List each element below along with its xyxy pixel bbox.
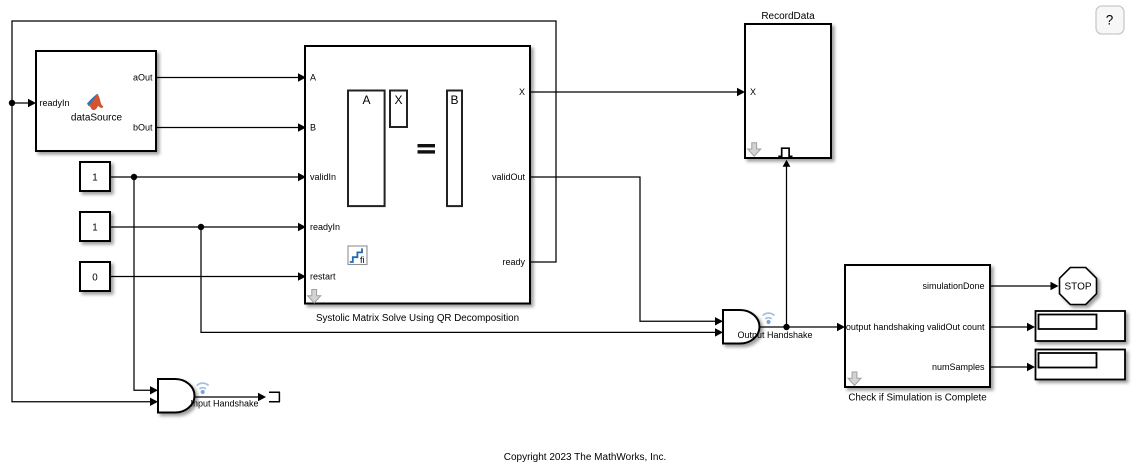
svg-text:output handshaking validOut co: output handshaking validOut count <box>846 322 985 332</box>
svg-text:readyIn: readyIn <box>310 222 340 232</box>
svg-text:B: B <box>450 93 458 107</box>
svg-text:Copyright 2023 The MathWorks,: Copyright 2023 The MathWorks, Inc. <box>504 452 667 463</box>
svg-text:validIn: validIn <box>310 172 336 182</box>
svg-text:readyIn: readyIn <box>40 98 70 108</box>
svg-text:Check if Simulation is Complet: Check if Simulation is Complete <box>848 393 987 404</box>
svg-text:RecordData: RecordData <box>761 11 815 22</box>
svg-text:STOP: STOP <box>1064 282 1091 293</box>
svg-text:0: 0 <box>92 272 98 283</box>
svg-text:Input Handshake: Input Handshake <box>190 399 258 409</box>
svg-text:Systolic Matrix Solve Using QR: Systolic Matrix Solve Using QR Decomposi… <box>316 313 519 324</box>
svg-text:?: ? <box>1106 13 1114 28</box>
svg-text:X: X <box>519 87 525 97</box>
svg-text:dataSource: dataSource <box>71 113 123 124</box>
svg-text:X: X <box>750 87 756 97</box>
svg-text:aOut: aOut <box>133 73 153 83</box>
svg-text:fi: fi <box>360 255 365 265</box>
svg-text:B: B <box>310 123 316 133</box>
svg-text:1: 1 <box>92 222 97 233</box>
svg-text:ready: ready <box>502 257 525 267</box>
svg-text:A: A <box>362 93 370 107</box>
svg-text:numSamples: numSamples <box>932 362 985 372</box>
svg-text:restart: restart <box>310 272 336 282</box>
svg-text:validOut: validOut <box>492 172 526 182</box>
svg-text:simulationDone: simulationDone <box>922 281 984 291</box>
svg-text:X: X <box>394 93 402 107</box>
svg-text:A: A <box>310 73 316 83</box>
svg-text:Output Handshake: Output Handshake <box>737 330 812 340</box>
svg-text:bOut: bOut <box>133 123 153 133</box>
svg-text:1: 1 <box>92 172 97 183</box>
